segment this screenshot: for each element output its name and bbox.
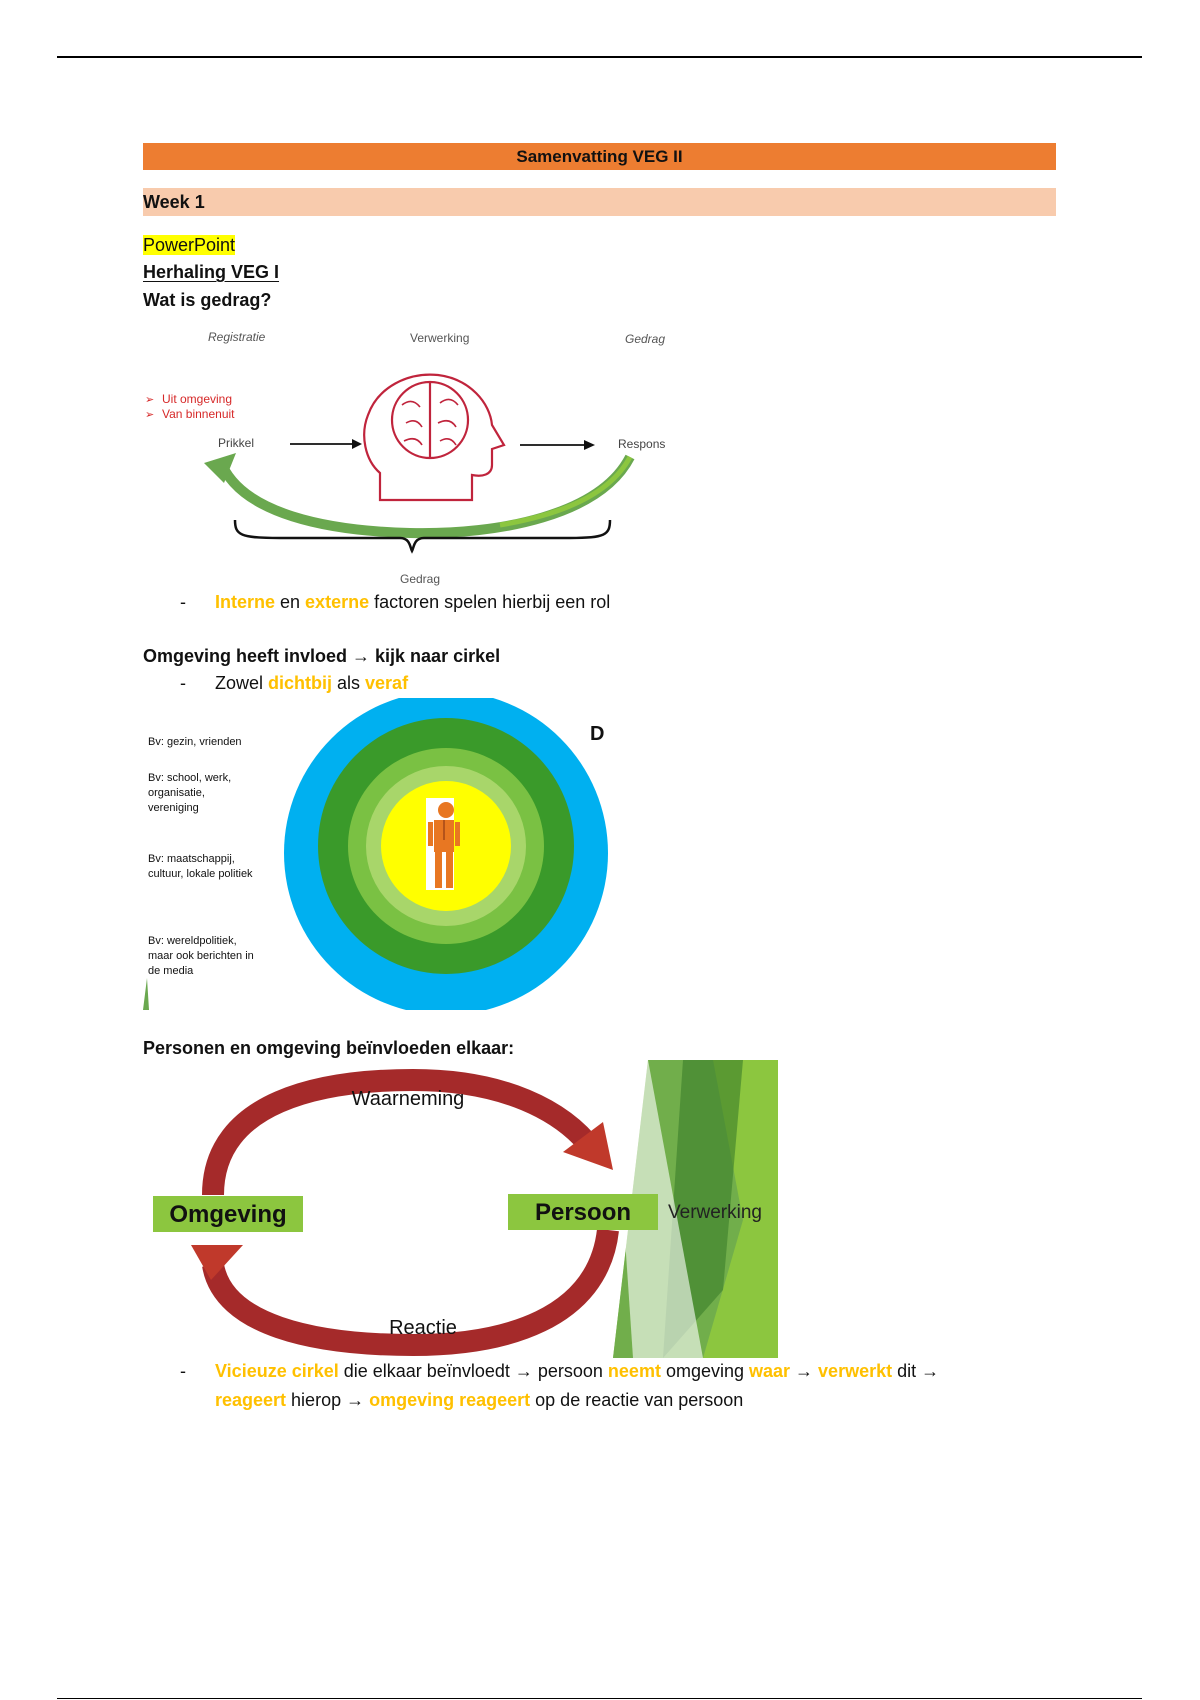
omgeving-heading: Omgeving heeft invloed → kijk naar cirke… (143, 646, 501, 666)
vicieuze-cirkel-highlight: Vicieuze cirkel (215, 1361, 339, 1381)
green-slide-decoration (613, 1060, 778, 1358)
verwerking-label: Verwerking (410, 331, 469, 345)
gedrag-bottom-label: Gedrag (400, 572, 440, 586)
top-arrow-head-icon (563, 1122, 613, 1170)
header-rule (57, 56, 1142, 58)
zowel-text: Zowel (215, 673, 269, 693)
bv2c: vereniging (148, 802, 199, 814)
omgeving-cirkel-diagram: D Bv: gezin, vrienden Bv: school, werk, … (143, 691, 673, 1015)
omgeving-reageert-highlight: omgeving reageert (369, 1390, 531, 1410)
bullet3-line1: Vicieuze cirkel die elkaar beïnvloedt → … (215, 1359, 939, 1383)
bv4b: maar ook berichten in (148, 950, 254, 962)
green-arrow-head-icon (204, 453, 236, 483)
bullet1-text: Interne en externe factoren spelen hierb… (215, 590, 610, 614)
bv2b: organisatie, (148, 787, 205, 799)
bullet1-rest: factoren spelen hierbij een rol (369, 592, 611, 612)
bullet3-text-4: omgeving (660, 1361, 749, 1381)
bullet3-text-8: dit → (892, 1361, 940, 1381)
reageert-highlight: reageert (215, 1390, 287, 1410)
personen-heading: Personen en omgeving beïnvloeden elkaar: (143, 1038, 515, 1058)
svg-text:➢: ➢ (145, 394, 154, 406)
bv4c: de media (148, 965, 194, 977)
wat-is-gedrag-heading: Wat is gedrag? (143, 290, 272, 310)
waarneming-label: Waarneming (352, 1088, 465, 1110)
head-brain-icon (363, 373, 506, 502)
letter-d: D (590, 723, 604, 745)
powerpoint-highlight: PowerPoint (143, 235, 236, 255)
bullet3-text-12: op de reactie van persoon (530, 1390, 744, 1410)
bullet2-text: Zowel dichtbij als veraf (215, 671, 408, 695)
document-title: Samenvatting VEG II (143, 143, 1056, 170)
neemt-highlight: neemt (607, 1361, 661, 1381)
prikkel-label: Prikkel (218, 436, 254, 450)
respons-label: Respons (618, 437, 665, 451)
veraf-highlight: veraf (365, 673, 409, 693)
bottom-arrow-head-icon (191, 1245, 243, 1280)
bv4a: Bv: wereldpolitiek, (148, 935, 237, 947)
bv3a: Bv: maatschappij, (148, 853, 235, 865)
brace-icon (233, 519, 612, 554)
bv1: Bv: gezin, vrienden (148, 736, 242, 748)
bullet3-text-2: die elkaar beïnvloedt → persoon (338, 1361, 608, 1381)
gedrag-diagram: Registratie Verwerking Gedrag ➢ Uit omge… (140, 325, 680, 590)
persoon-box-label: Persoon (535, 1199, 631, 1226)
van-binnenuit-label: Van binnenuit (162, 407, 235, 421)
footer-rule (57, 1698, 1142, 1699)
dichtbij-highlight: dichtbij (268, 673, 333, 693)
als-text: als (332, 673, 366, 693)
cyclus-diagram: Waarneming Reactie Omgeving Persoon Verw… (143, 1060, 778, 1358)
svg-text:➢: ➢ (145, 409, 154, 421)
omgeving-box (153, 1196, 303, 1232)
registratie-label: Registratie (208, 330, 266, 344)
bullet3-text-10: hierop → (286, 1390, 370, 1410)
externe-highlight: externe (305, 592, 370, 612)
bv2a: Bv: school, werk, (148, 772, 231, 784)
bullet2-dash: - (180, 673, 186, 693)
waar-highlight: waar (749, 1361, 791, 1381)
week-heading: Week 1 (143, 188, 1056, 216)
bv3b: cultuur, lokale politiek (148, 868, 253, 880)
verwerkt-highlight: verwerkt (818, 1361, 893, 1381)
herhaling-heading: Herhaling VEG I (143, 262, 280, 282)
person-icon (426, 798, 460, 890)
reactie-label: Reactie (389, 1317, 457, 1339)
bullet3-line2: reageert hierop → omgeving reageert op d… (215, 1388, 743, 1412)
uit-omgeving-label: Uit omgeving (162, 392, 232, 406)
bullet3-dash: - (180, 1361, 186, 1381)
powerpoint-label: PowerPoint (143, 233, 236, 257)
bullet1-dash: - (180, 592, 186, 612)
interne-highlight: Interne (215, 592, 276, 612)
gedrag-top-label: Gedrag (625, 332, 665, 346)
verwerking-side-label: Verwerking (668, 1202, 762, 1223)
omgeving-box-label: Omgeving (169, 1201, 286, 1228)
bullet3-text-6: → (790, 1361, 819, 1381)
persoon-box (508, 1194, 658, 1230)
en-text: en (275, 592, 306, 612)
